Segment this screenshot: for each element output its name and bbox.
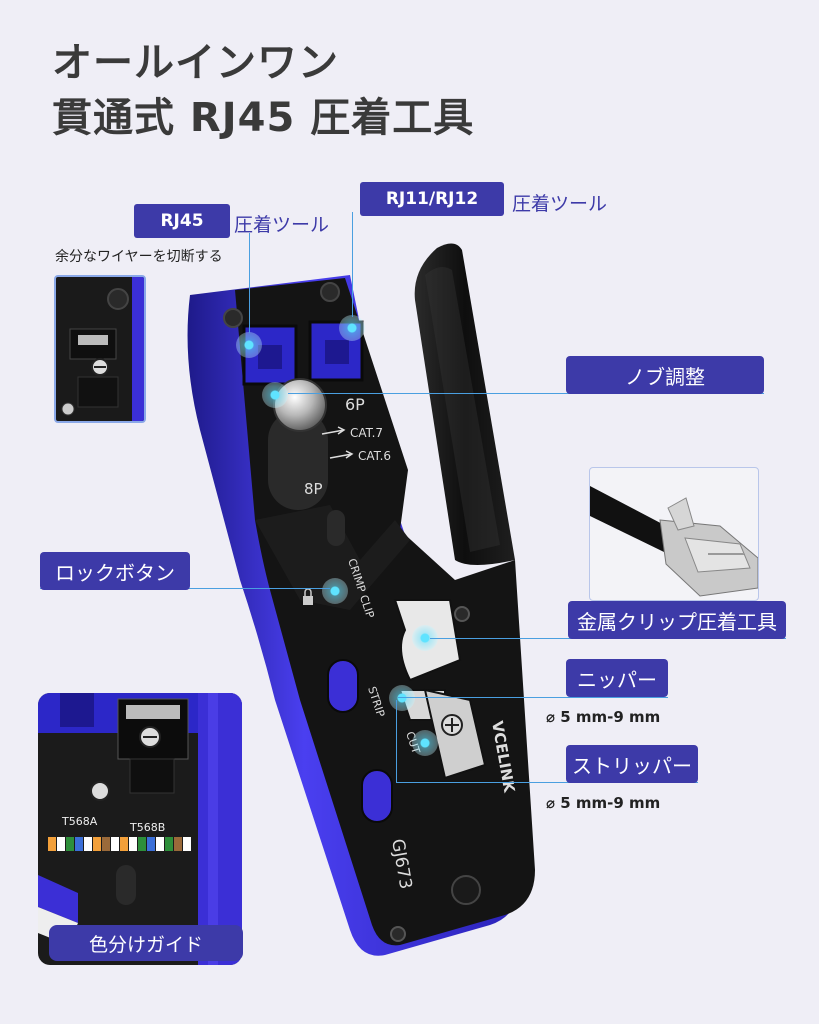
- upper-handle: [414, 243, 515, 566]
- t568a-label: T568A: [61, 815, 98, 828]
- inset-caption: 余分なワイヤーを切断する: [55, 249, 223, 265]
- leader-rj11: [352, 212, 353, 317]
- highlight-dot-stripper: [412, 730, 438, 756]
- stripper-callout: ストリッパー: [566, 745, 698, 783]
- rj11-label: 圧着ツール: [512, 193, 608, 215]
- rj45-label: 圧着ツール: [234, 214, 330, 236]
- leader-knob: [288, 393, 764, 394]
- color-guide-callout: 色分けガイド: [49, 925, 243, 961]
- marking-cat6: CAT.6: [358, 449, 391, 463]
- page-title-line2: 貫通式 RJ45 圧着工具: [52, 95, 475, 141]
- highlight-dot-rj11: [339, 315, 365, 341]
- rj45-badge: RJ45: [134, 204, 230, 238]
- color-guide-inset-image: T568A T568B: [38, 693, 242, 965]
- knob-callout: ノブ調整: [566, 356, 764, 394]
- leader-rj45: [249, 233, 250, 333]
- rj11-badge: RJ11/RJ12: [360, 182, 504, 216]
- leader-nipper: [398, 697, 668, 698]
- metal-clip-callout: 金属クリップ圧着工具: [568, 601, 786, 639]
- marking-8p: 8P: [304, 480, 323, 498]
- highlight-dot-knob: [262, 382, 288, 408]
- cutter-inset-image: [54, 275, 146, 423]
- marking-6p: 6P: [345, 395, 365, 414]
- metal-plug-inset-image: [589, 467, 759, 601]
- highlight-dot-lock: [322, 578, 348, 604]
- t568b-label: T568B: [129, 821, 165, 834]
- nipper-spec: ⌀ 5 mm-9 mm: [546, 708, 661, 726]
- marking-cat7: CAT.7: [350, 426, 383, 440]
- page-title-line1: オールインワン: [52, 40, 339, 86]
- highlight-dot-rj45: [236, 332, 262, 358]
- leader-stripper-v: [396, 700, 397, 783]
- leader-stripper-h: [396, 782, 698, 783]
- stripper-spec: ⌀ 5 mm-9 mm: [546, 794, 661, 812]
- nipper-callout: ニッパー: [566, 659, 668, 697]
- lock-button-callout: ロックボタン: [40, 552, 190, 590]
- highlight-dot-nipper: [389, 685, 415, 711]
